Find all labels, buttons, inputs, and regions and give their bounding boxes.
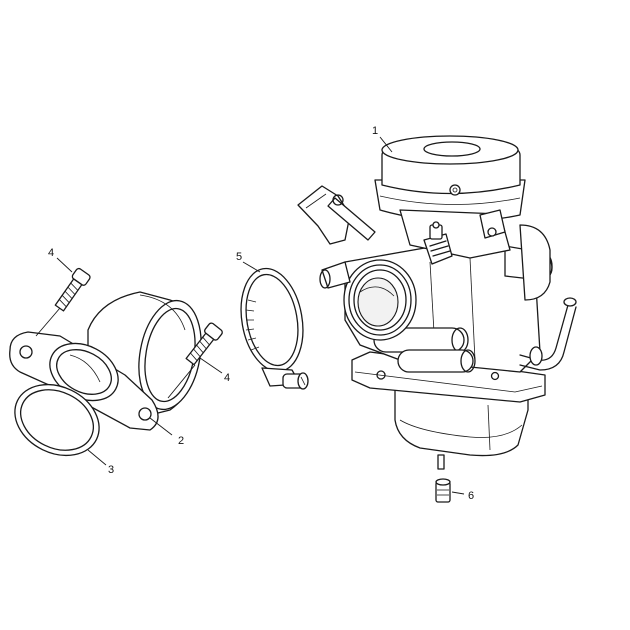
drain-screw[interactable] — [435, 478, 451, 503]
o-ring[interactable] — [3, 371, 111, 469]
bolt-lower[interactable] — [184, 322, 224, 367]
callout-1: 1 — [372, 125, 378, 137]
callout-2: 2 — [178, 435, 184, 447]
callout-6: 6 — [468, 490, 474, 502]
hose-clamp[interactable] — [233, 264, 310, 390]
callout-4-lower: 4 — [224, 372, 230, 384]
callout-4-upper: 4 — [48, 247, 54, 259]
idle-adjust-screw[interactable] — [423, 221, 453, 265]
intake-manifold[interactable] — [9, 291, 209, 431]
callout-3: 3 — [108, 464, 114, 476]
bolt-upper[interactable] — [53, 267, 91, 312]
carburetor[interactable] — [297, 135, 577, 470]
callout-5: 5 — [236, 251, 242, 263]
